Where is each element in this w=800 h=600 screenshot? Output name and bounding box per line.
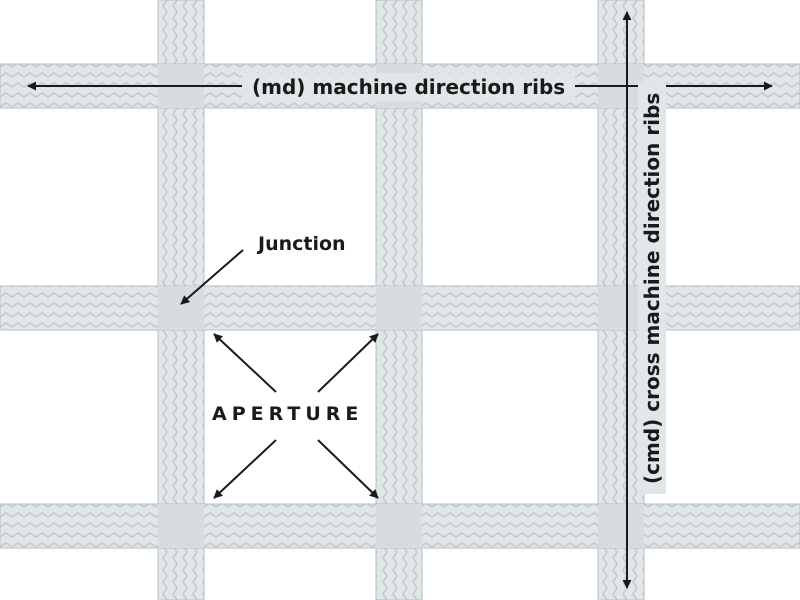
junction-node-6 [598, 286, 644, 330]
junction-node-5 [376, 286, 422, 330]
junction-node-8 [376, 504, 422, 548]
aperture-arrow-down-left [213, 439, 277, 499]
junction-label: Junction [258, 233, 346, 255]
md-ribs-label: (md) machine direction ribs [242, 73, 576, 101]
junction-node-4 [158, 286, 204, 330]
aperture-arrow-down-right [317, 439, 379, 499]
junction-arrow [180, 249, 244, 305]
junction-node-9 [598, 504, 644, 548]
cmd-ribs-label: (cmd) cross machine direction ribs [638, 82, 666, 494]
aperture-label: APERTURE [212, 403, 364, 425]
aperture-arrow-up-left [213, 333, 277, 393]
aperture-arrow-up-right [317, 333, 379, 393]
junction-node-7 [158, 504, 204, 548]
